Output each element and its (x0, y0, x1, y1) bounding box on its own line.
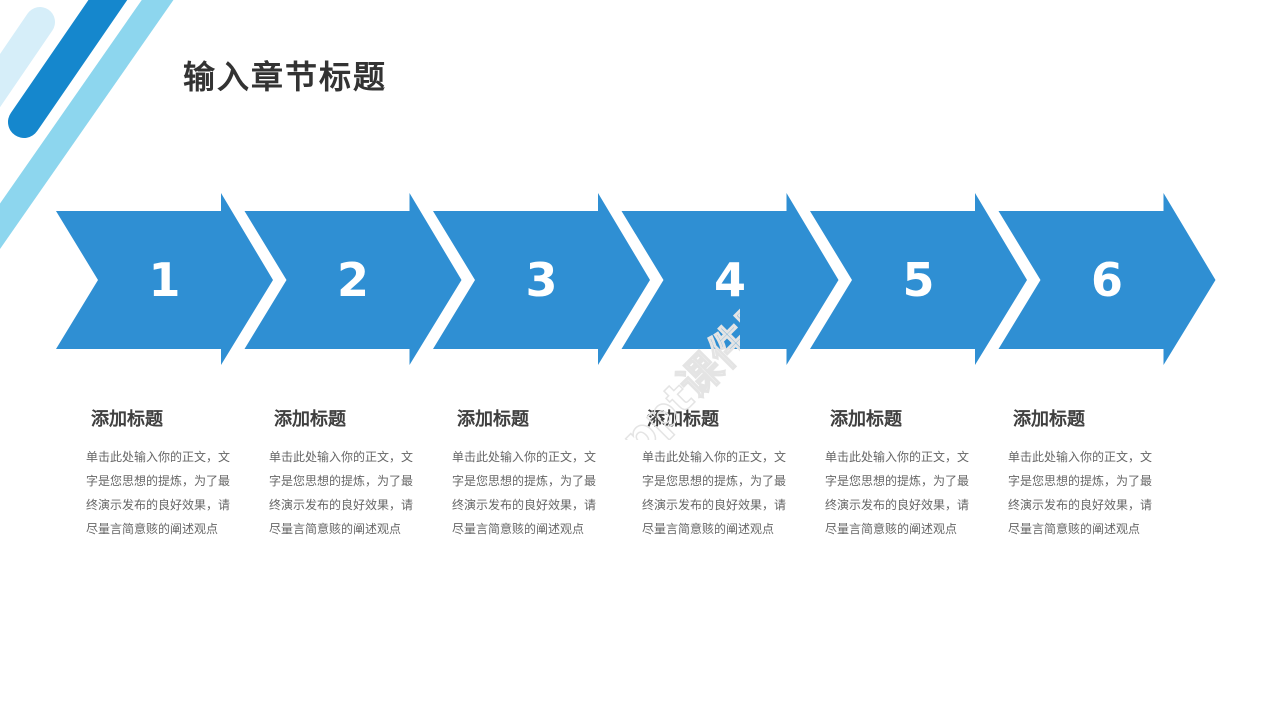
step-column-1: 添加标题单击此处输入你的正文，文字是您思想的提炼，为了最终演示发布的良好效果，请… (86, 405, 256, 541)
chevron-process: 1 2 3 4 5 6 (56, 193, 1216, 365)
step-number-3: 3 (525, 253, 557, 307)
step-arrow-6 (998, 193, 1216, 365)
step-number-4: 4 (714, 253, 746, 307)
step-heading: 添加标题 (457, 409, 529, 430)
pale-stripe (0, 7, 55, 108)
step-body-text: 单击此处输入你的正文，文字是您思想的提炼，为了最终演示发布的良好效果，请尽量言简… (452, 450, 597, 536)
step-arrow-1 (56, 193, 273, 365)
step-column-6: 添加标题单击此处输入你的正文，文字是您思想的提炼，为了最终演示发布的良好效果，请… (1008, 405, 1178, 541)
page-title: 输入章节标题 (183, 58, 388, 96)
step-column-3: 添加标题单击此处输入你的正文，文字是您思想的提炼，为了最终演示发布的良好效果，请… (452, 405, 622, 541)
step-column-4: 添加标题单击此处输入你的正文，文字是您思想的提炼，为了最终演示发布的良好效果，请… (642, 405, 812, 541)
step-arrow-5 (810, 193, 1027, 365)
step-number-1: 1 (148, 253, 180, 307)
step-number-2: 2 (337, 253, 369, 307)
step-arrow-3 (433, 193, 650, 365)
step-column-2: 添加标题单击此处输入你的正文，文字是您思想的提炼，为了最终演示发布的良好效果，请… (269, 405, 439, 541)
step-body-text: 单击此处输入你的正文，文字是您思想的提炼，为了最终演示发布的良好效果，请尽量言简… (825, 450, 970, 536)
dark-blue-stripe (8, 0, 128, 138)
decorative-stripes (0, 0, 174, 250)
step-arrow-4 (621, 193, 839, 365)
step-arrow-2 (244, 193, 462, 365)
step-heading: 添加标题 (647, 409, 719, 430)
step-body-text: 单击此处输入你的正文，文字是您思想的提炼，为了最终演示发布的良好效果，请尽量言简… (269, 450, 414, 536)
step-number-6: 6 (1091, 253, 1123, 307)
step-number-5: 5 (902, 253, 934, 307)
step-body-text: 单击此处输入你的正文，文字是您思想的提炼，为了最终演示发布的良好效果，请尽量言简… (642, 450, 787, 536)
step-column-5: 添加标题单击此处输入你的正文，文字是您思想的提炼，为了最终演示发布的良好效果，请… (825, 405, 995, 541)
light-blue-stripe (0, 0, 174, 250)
step-body-text: 单击此处输入你的正文，文字是您思想的提炼，为了最终演示发布的良好效果，请尽量言简… (86, 450, 231, 536)
step-heading: 添加标题 (274, 409, 346, 430)
step-heading: 添加标题 (1013, 409, 1085, 430)
step-heading: 添加标题 (830, 409, 902, 430)
step-body-text: 单击此处输入你的正文，文字是您思想的提炼，为了最终演示发布的良好效果，请尽量言简… (1008, 450, 1153, 536)
step-heading: 添加标题 (91, 409, 163, 430)
